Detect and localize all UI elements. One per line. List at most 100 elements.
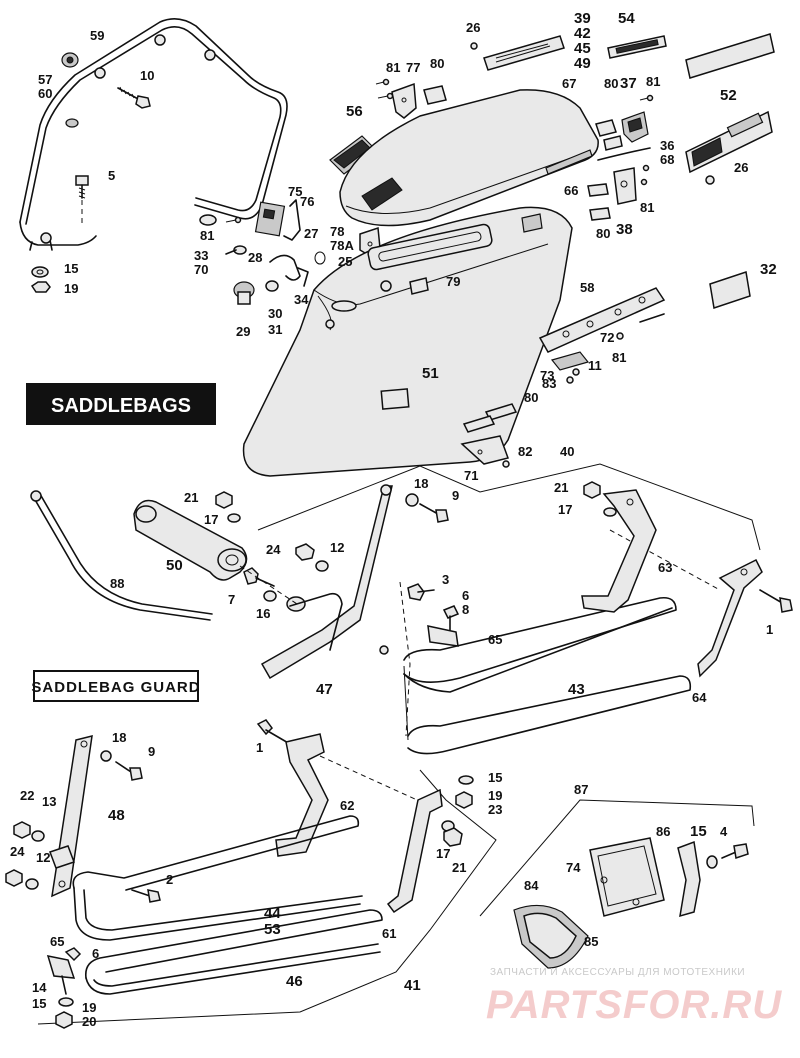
callout-65-b: 65 [50,934,64,949]
nut-21-upper-left [215,491,233,509]
bolt-10 [117,86,151,109]
callout-17-a: 17 [204,512,218,527]
callout-15-b: 15 [488,770,502,785]
weatherstrip-36-68 [597,147,651,161]
outline-87 [479,799,755,917]
washer-17-upper-left [227,513,241,523]
emblem-strip-39 [483,35,565,71]
washer-15-lower [58,997,74,1007]
assembly-outline-40 [239,463,761,737]
callout-50: 50 [166,557,183,574]
callout-86: 86 [656,824,670,839]
nut-19-20 [55,1011,73,1029]
bolt-1-right [759,589,793,613]
callout-34: 34 [294,292,309,307]
washer-15-mid [458,775,474,785]
callout-19-top: 19 [64,281,78,296]
callout-3: 3 [442,572,449,587]
callout-56: 56 [346,103,363,120]
badge-54 [607,35,667,59]
lock-75 [254,201,286,237]
bolt-7 [243,567,275,587]
callout-72: 72 [600,330,614,345]
guard-rail-43 [403,596,692,755]
callout-37: 37 [620,75,637,92]
bracket-38 [613,167,637,205]
callout-15-c: 15 [690,823,707,840]
washer-17-upper-right [603,507,617,517]
callout-26-right: 26 [734,160,748,175]
callout-80-a: 80 [430,56,444,71]
callout-63: 63 [658,560,672,575]
callout-19-b: 19 [488,788,502,803]
callout-68: 68 [660,152,674,167]
callout-84: 84 [524,878,539,893]
ring-27 [314,251,326,265]
callout-76: 76 [300,194,314,209]
callout-49: 49 [574,55,591,72]
plate-80-top [423,85,447,105]
washer-12-left [315,560,329,572]
nut-19-23 [455,791,473,809]
washer-30-31 [265,280,279,292]
clip-65-lower [46,955,76,979]
callout-21-a: 21 [184,490,198,505]
bolt-9-upper [419,503,449,523]
callout-79: 79 [446,274,460,289]
guard-tube-46 [84,909,383,995]
callout-27: 27 [304,226,318,241]
pins-81-right-upper [639,94,654,102]
callout-12-a: 12 [330,540,344,555]
callout-77: 77 [406,60,420,75]
callout-7: 7 [228,592,235,607]
callout-73: 73 [540,368,554,383]
callout-41: 41 [404,977,421,994]
washer-13 [31,830,45,842]
bracket-61 [386,788,443,914]
callout-82: 82 [518,444,532,459]
callout-30: 30 [268,306,282,321]
callout-4: 4 [720,824,728,839]
callout-15-top: 15 [64,261,78,276]
callout-14: 14 [32,980,47,995]
callout-81-c: 81 [200,228,214,243]
bolt-6-8-upper [442,605,460,631]
callout-60: 60 [38,86,52,101]
callout-53: 53 [264,921,281,938]
callout-38: 38 [616,221,633,238]
nut-24-lower [5,869,23,887]
callouts: 59 57 60 10 5 15 19 26 39 42 45 49 54 81… [10,10,777,1029]
callout-23: 23 [488,802,502,817]
callout-51: 51 [422,365,439,382]
callout-22: 22 [20,788,34,803]
emblem-84 [513,904,589,969]
hinge-77 [391,82,417,119]
section-label-saddlebags: SADDLEBAGS [26,383,216,425]
pins-81-right-mid [640,164,650,186]
nut-21-upper-right [583,481,601,499]
bracket-71 [460,435,510,468]
washer-15 [31,266,49,278]
screw-26-top [470,42,478,50]
clips-80-right [595,119,623,151]
clamp-73-11-83 [550,351,590,384]
callout-6-a: 6 [462,588,469,603]
latch-37 [621,111,649,143]
rubber-cap-59 [61,52,79,68]
section-label-saddlebag-guard: SADDLEBAG GUARD [31,670,200,702]
callout-2: 2 [166,872,173,887]
callout-32: 32 [760,261,777,278]
callout-5: 5 [108,168,115,183]
callout-29: 29 [236,324,250,339]
pins-81-upper [375,78,394,100]
callout-24-b: 24 [10,844,25,859]
callout-62: 62 [340,798,354,813]
callout-40: 40 [560,444,574,459]
cam-28 [269,254,301,281]
callout-64: 64 [692,690,707,705]
callout-17-c: 17 [436,846,450,861]
saddlebag-body-51 [242,206,573,477]
callout-28: 28 [248,250,262,265]
callout-19-c: 19 [82,1000,96,1015]
lockwasher-18-lower [100,750,112,762]
